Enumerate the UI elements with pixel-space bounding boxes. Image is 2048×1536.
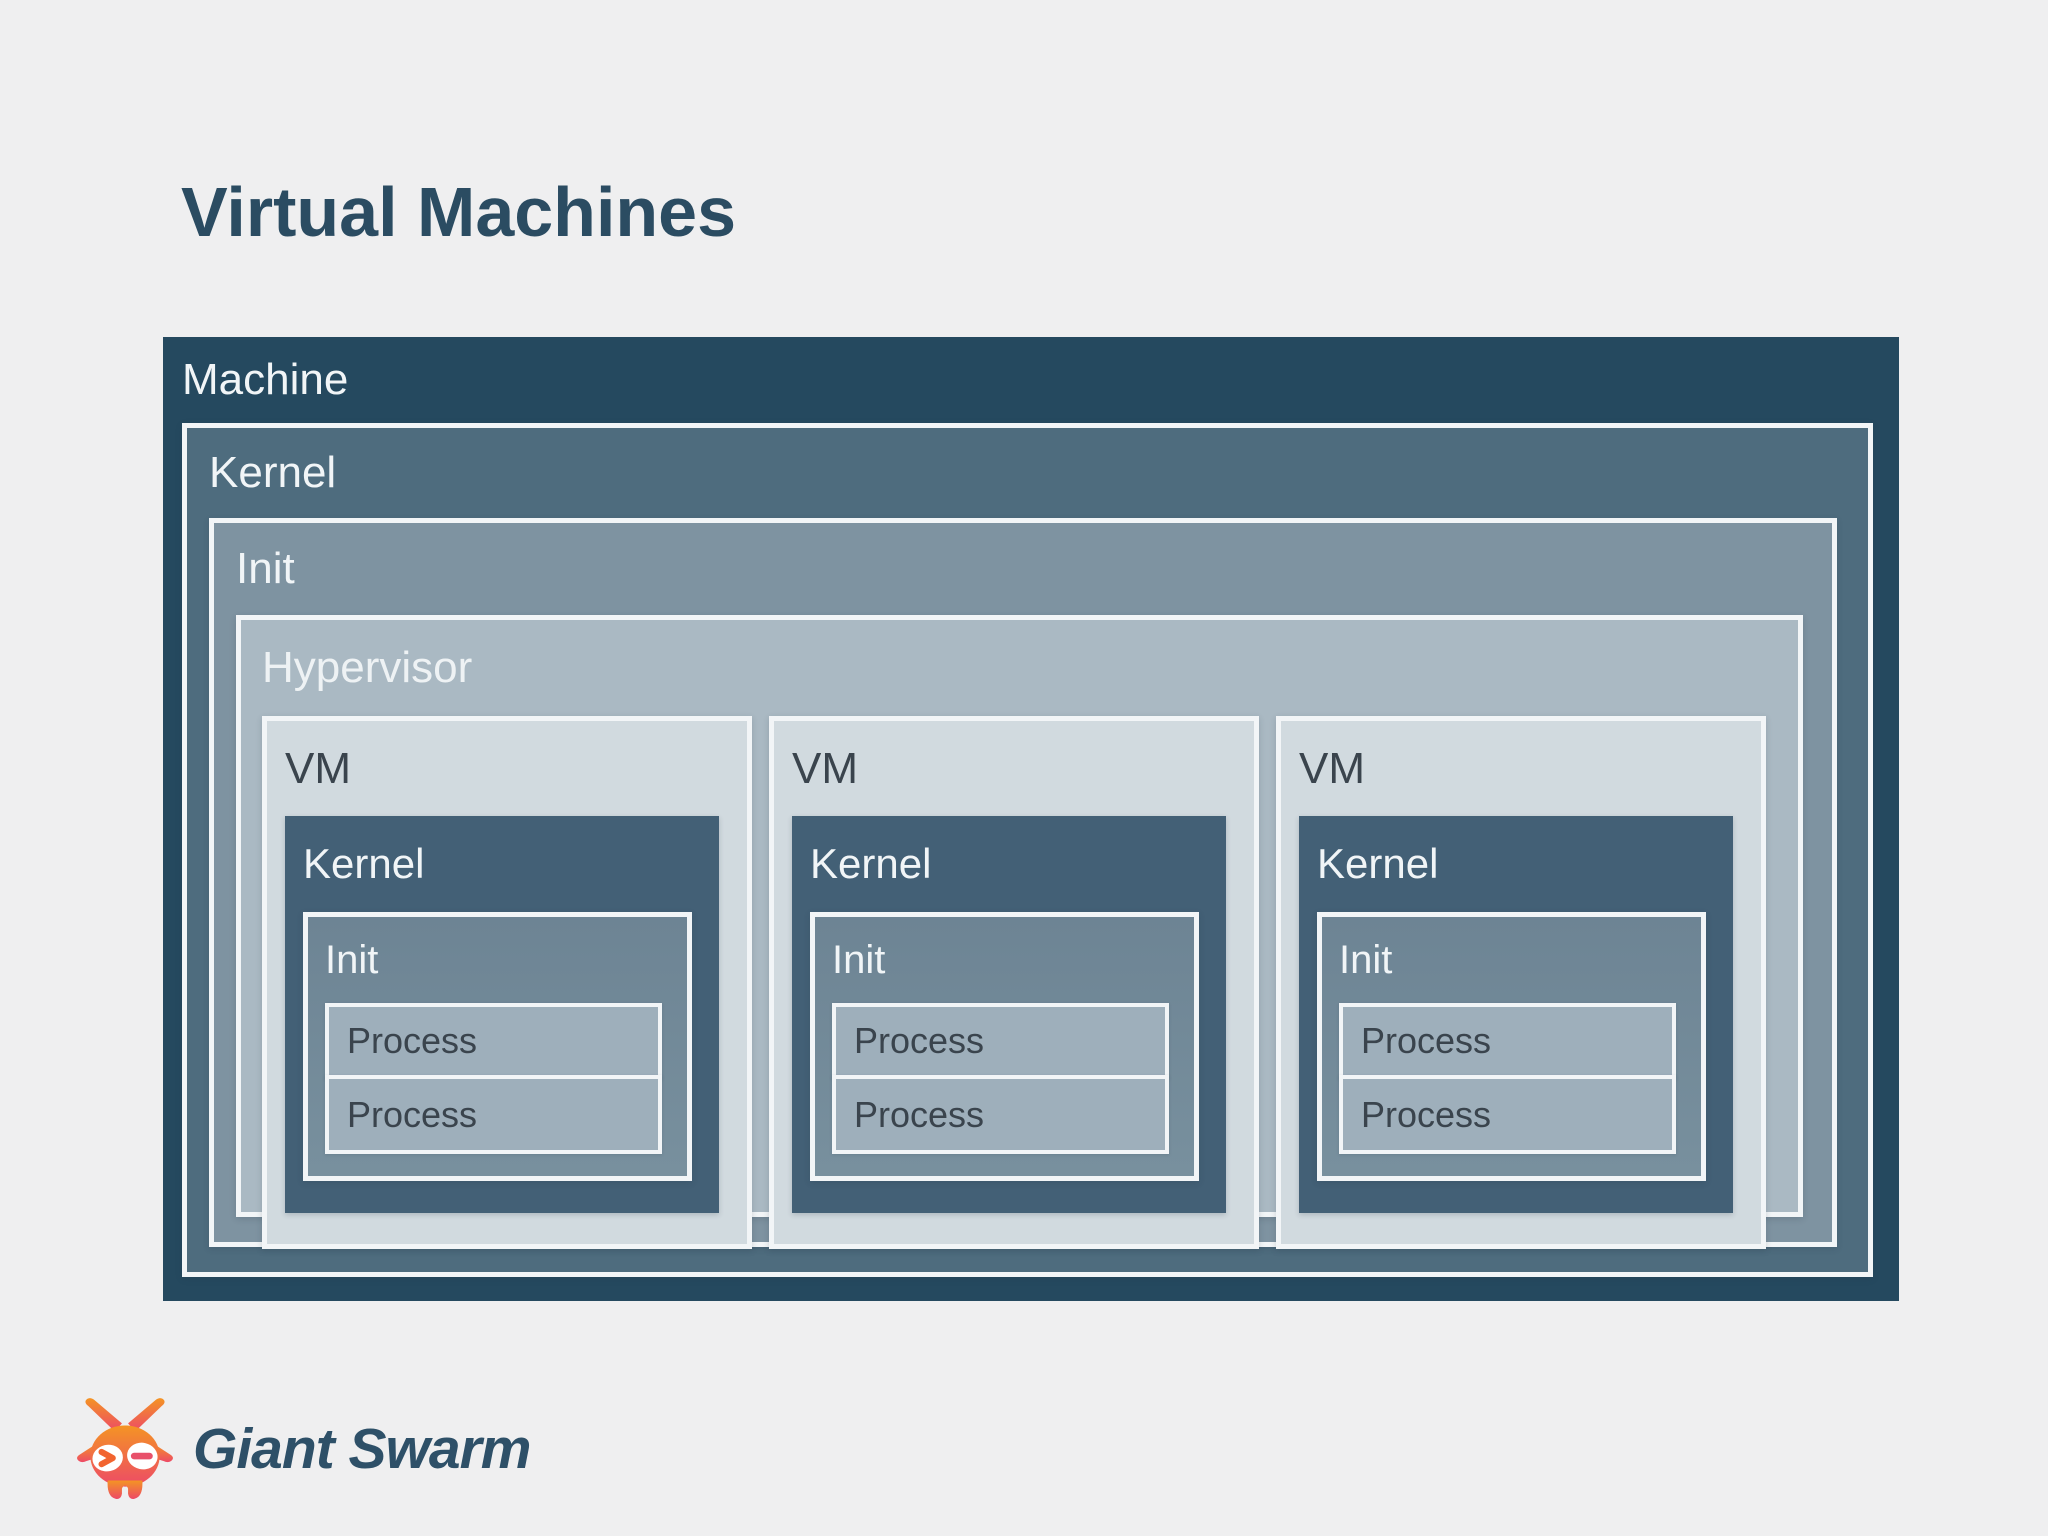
ant-icon [77,1398,173,1500]
logo-wordmark: Giant Swarm [193,1417,531,1481]
vm-kernel-box: Kernel Init Process Process [285,816,719,1213]
vm-box-2: VM Kernel Init Process Process [769,716,1259,1249]
page-title: Virtual Machines [181,173,737,251]
prompt-chevron-icon [98,1448,116,1468]
process-box: Process [1339,1075,1676,1154]
kernel-label: Kernel [209,448,337,497]
vm-init-label: Init [325,937,379,982]
vm-box-1: VM Kernel Init Process Process [262,716,752,1249]
process-box: Process [832,1075,1169,1154]
right-antenna [128,1398,165,1432]
vm-kernel-label: Kernel [303,840,425,887]
hypervisor-label: Hypervisor [262,643,473,692]
left-antenna [85,1398,122,1432]
vm-init-label: Init [832,937,886,982]
vm-init-label: Init [1339,937,1393,982]
process-box: Process [325,1075,662,1154]
kernel-box: Kernel Init Hypervisor VM Kernel Init Pr… [182,423,1873,1277]
giant-swarm-logo: Giant Swarm [74,1396,531,1512]
init-label: Init [236,544,295,593]
vm-label: VM [285,743,351,793]
vm-kernel-box: Kernel Init Process Process [1299,816,1733,1213]
process-box: Process [325,1003,662,1079]
machine-box: Machine Kernel Init Hypervisor VM Kernel… [163,337,1899,1301]
vm-kernel-box: Kernel Init Process Process [792,816,1226,1213]
vm-row: VM Kernel Init Process Process VM [262,716,1766,1249]
vm-label: VM [792,743,858,793]
vm-init-box: Init Process Process [303,912,692,1181]
init-box: Init Hypervisor VM Kernel Init Process P… [209,518,1837,1249]
vm-init-box: Init Process Process [1317,912,1706,1181]
vm-kernel-label: Kernel [810,840,932,887]
process-box: Process [1339,1003,1676,1079]
vm-label: VM [1299,743,1365,793]
ant-jaw [107,1480,143,1500]
vm-kernel-label: Kernel [1317,840,1439,887]
process-box: Process [832,1003,1169,1079]
vm-box-3: VM Kernel Init Process Process [1276,716,1766,1249]
vm-init-box: Init Process Process [810,912,1199,1181]
hypervisor-box: Hypervisor VM Kernel Init Process Proces… [236,615,1803,1249]
machine-label: Machine [182,355,349,404]
